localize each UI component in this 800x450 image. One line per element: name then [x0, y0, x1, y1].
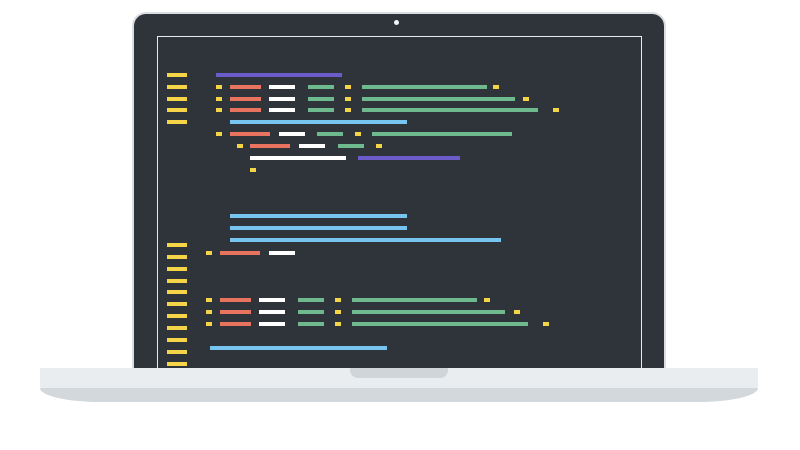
gutter-mark — [167, 362, 187, 366]
gutter-mark — [167, 350, 187, 354]
code-punct — [553, 108, 559, 112]
code-attribute — [308, 85, 334, 89]
code-punct — [216, 108, 222, 112]
gutter-mark — [167, 108, 187, 112]
code-keyword — [358, 156, 460, 160]
code-punct — [376, 144, 382, 148]
code-attribute — [298, 298, 324, 302]
code-punct — [216, 132, 222, 136]
code-string — [220, 251, 260, 255]
code-attribute — [298, 322, 324, 326]
code-punct — [206, 298, 212, 302]
code-attribute — [362, 85, 487, 89]
code-punct — [335, 298, 341, 302]
lid-notch — [350, 368, 448, 378]
code-attribute — [338, 144, 364, 148]
gutter-mark — [167, 314, 187, 318]
code-value — [250, 156, 346, 160]
code-string — [230, 85, 261, 89]
code-comment — [210, 346, 387, 350]
code-attribute — [352, 298, 477, 302]
gutter-mark — [167, 120, 187, 124]
gutter-mark — [167, 279, 187, 283]
code-punct — [345, 97, 351, 101]
code-string — [220, 298, 251, 302]
code-punct — [523, 97, 529, 101]
code-attribute — [362, 108, 538, 112]
code-value — [299, 144, 325, 148]
code-attribute — [308, 97, 334, 101]
gutter-mark — [167, 290, 187, 294]
code-punct — [484, 298, 490, 302]
code-attribute — [372, 132, 512, 136]
laptop-base — [40, 368, 758, 390]
code-punct — [216, 85, 222, 89]
code-value — [259, 322, 285, 326]
code-attribute — [362, 97, 515, 101]
code-value — [259, 310, 285, 314]
gutter-mark — [167, 302, 187, 306]
code-string — [230, 132, 270, 136]
code-punct — [355, 132, 361, 136]
code-punct — [216, 97, 222, 101]
code-punct — [514, 310, 520, 314]
code-attribute — [317, 132, 343, 136]
code-punct — [250, 168, 256, 172]
code-string — [220, 322, 251, 326]
gutter-mark — [167, 326, 187, 330]
gutter-mark — [167, 85, 187, 89]
code-string — [230, 108, 261, 112]
code-string — [230, 97, 261, 101]
code-punct — [345, 85, 351, 89]
code-punct — [543, 322, 549, 326]
code-keyword — [216, 73, 342, 77]
code-comment — [230, 120, 407, 124]
code-attribute — [352, 310, 505, 314]
gutter-mark — [167, 97, 187, 101]
code-value — [269, 108, 295, 112]
code-string — [250, 144, 290, 148]
code-value — [269, 251, 295, 255]
code-punct — [335, 322, 341, 326]
code-attribute — [308, 108, 334, 112]
laptop-base-shadow — [40, 388, 758, 402]
code-punct — [493, 85, 499, 89]
code-value — [279, 132, 305, 136]
code-punct — [237, 144, 243, 148]
code-punct — [345, 108, 351, 112]
code-punct — [206, 322, 212, 326]
code-comment — [230, 214, 407, 218]
gutter-mark — [167, 243, 187, 247]
code-punct — [335, 310, 341, 314]
code-punct — [206, 310, 212, 314]
code-comment — [230, 226, 407, 230]
code-attribute — [298, 310, 324, 314]
code-comment — [230, 238, 501, 242]
webcam-icon — [394, 20, 399, 25]
laptop-screen — [157, 36, 642, 376]
code-value — [269, 97, 295, 101]
gutter-mark — [167, 267, 187, 271]
code-punct — [206, 251, 212, 255]
code-value — [269, 85, 295, 89]
gutter-mark — [167, 73, 187, 77]
gutter-mark — [167, 338, 187, 342]
gutter-mark — [167, 255, 187, 259]
code-value — [259, 298, 285, 302]
code-attribute — [352, 322, 528, 326]
code-string — [220, 310, 251, 314]
